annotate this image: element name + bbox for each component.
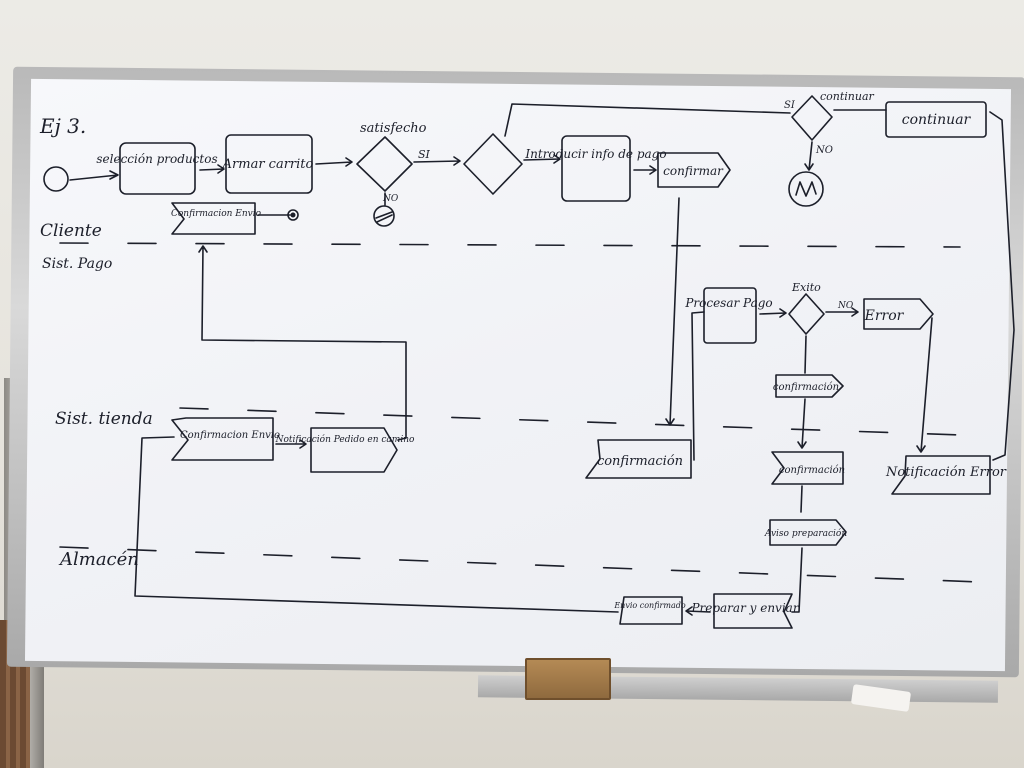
arrow-start	[69, 170, 119, 181]
label-confirmacion-tienda: confirmación	[779, 465, 845, 476]
end-node-3-dot	[290, 212, 296, 218]
merge-diamond	[463, 133, 523, 195]
node-confirmacion-pago	[775, 374, 844, 398]
label-conf-envio-cliente: Confirmacion Envio	[171, 209, 262, 219]
edge-no-2: NO	[815, 145, 833, 156]
return-line-right	[989, 111, 1015, 461]
arrow-si-1	[413, 156, 461, 166]
label-continuar: continuar	[820, 90, 875, 103]
label-preparar: Preparar y enviar	[690, 601, 799, 615]
label-armar: Armar carrito	[222, 157, 314, 172]
node-aviso	[769, 519, 847, 546]
node-armar-carrito	[225, 134, 313, 194]
end-node-1-fill	[375, 211, 393, 223]
arrow-4	[633, 165, 657, 175]
arrow-7	[804, 335, 807, 374]
edge-si-1: SI	[418, 148, 431, 161]
label-notificacion-error: Notificación Error	[885, 465, 1007, 480]
node-error	[863, 298, 934, 330]
arrow-1	[199, 164, 225, 174]
decision-satisfecho	[356, 136, 413, 192]
node-confirmar	[657, 152, 731, 188]
decision-continuar	[791, 95, 833, 141]
node-seleccion-productos	[119, 142, 196, 195]
node-introducir	[561, 135, 631, 202]
node-procesar	[703, 287, 757, 344]
node-confirmacion-tienda	[771, 451, 844, 485]
arrow-8	[797, 398, 807, 449]
node-envio-confirmado	[619, 596, 683, 625]
node-notificacion-pedido	[310, 427, 398, 473]
loop-back-line	[504, 103, 791, 137]
label-introducir: Introducir info de pago	[524, 147, 666, 161]
node-conf-envio-tienda	[171, 417, 274, 461]
end-node-2-fill	[795, 181, 817, 197]
arrow-11	[791, 547, 803, 613]
lane-cliente: Cliente	[40, 221, 102, 241]
label-aviso: Aviso preparación	[764, 528, 848, 539]
label-notificacion-pedido: Notificación Pedido en camino	[275, 434, 415, 445]
eraser	[525, 658, 611, 700]
label-confirmar: confirmar	[663, 164, 724, 178]
label-seleccion: selección productos	[96, 152, 217, 166]
arrow-no-3	[825, 307, 859, 317]
arrow-error-down	[916, 317, 933, 453]
diagram-title: Ej 3.	[39, 114, 86, 138]
lane-sist-tienda: Sist. tienda	[55, 409, 153, 429]
lane-almacen: Almacén	[58, 549, 139, 570]
lane-dividers	[59, 242, 991, 583]
edge-no-1: NO	[382, 194, 399, 204]
node-continuar	[885, 101, 987, 138]
arrow-to-procesar	[691, 311, 705, 461]
arrow-9	[275, 439, 307, 449]
lane-sist-pago: Sist. Pago	[42, 256, 112, 272]
label-satisfecho: satisfecho	[360, 121, 427, 136]
label-conf-envio-tienda: Confirmacion Envio	[180, 430, 280, 441]
end-node-1	[373, 205, 395, 227]
line-to-conf-envio	[198, 245, 407, 441]
label-confirmacion-sp: confirmación	[597, 454, 683, 469]
end-node-2	[788, 171, 824, 207]
node-confirmacion-sp	[585, 439, 692, 479]
arrow-6	[759, 308, 787, 318]
node-conf-envio-cliente	[171, 202, 256, 235]
node-notificacion-error	[891, 455, 991, 495]
end-node-3	[287, 209, 299, 221]
edge-no-3: NO	[837, 301, 854, 311]
label-procesar: Procesar Pago	[684, 296, 772, 310]
arrow-12	[685, 606, 711, 616]
label-exito: Exito	[791, 281, 821, 294]
return-line-almacen	[134, 436, 619, 613]
arrow-10	[800, 485, 803, 513]
label-error: Error	[864, 308, 905, 324]
start-node	[43, 166, 69, 192]
arrow-no-2	[804, 141, 814, 171]
arrow-2	[315, 157, 353, 167]
arrow-3	[523, 154, 561, 164]
arrow-confirmar-down	[665, 197, 680, 426]
label-envio-confirmado: Envio confirmado	[613, 601, 686, 610]
edge-si-2: SI	[784, 100, 796, 111]
node-preparar	[713, 593, 793, 629]
decision-exito	[788, 293, 825, 335]
label-confirmacion-pago: confirmación	[773, 382, 839, 393]
label-continuar-box: continuar	[902, 112, 972, 128]
